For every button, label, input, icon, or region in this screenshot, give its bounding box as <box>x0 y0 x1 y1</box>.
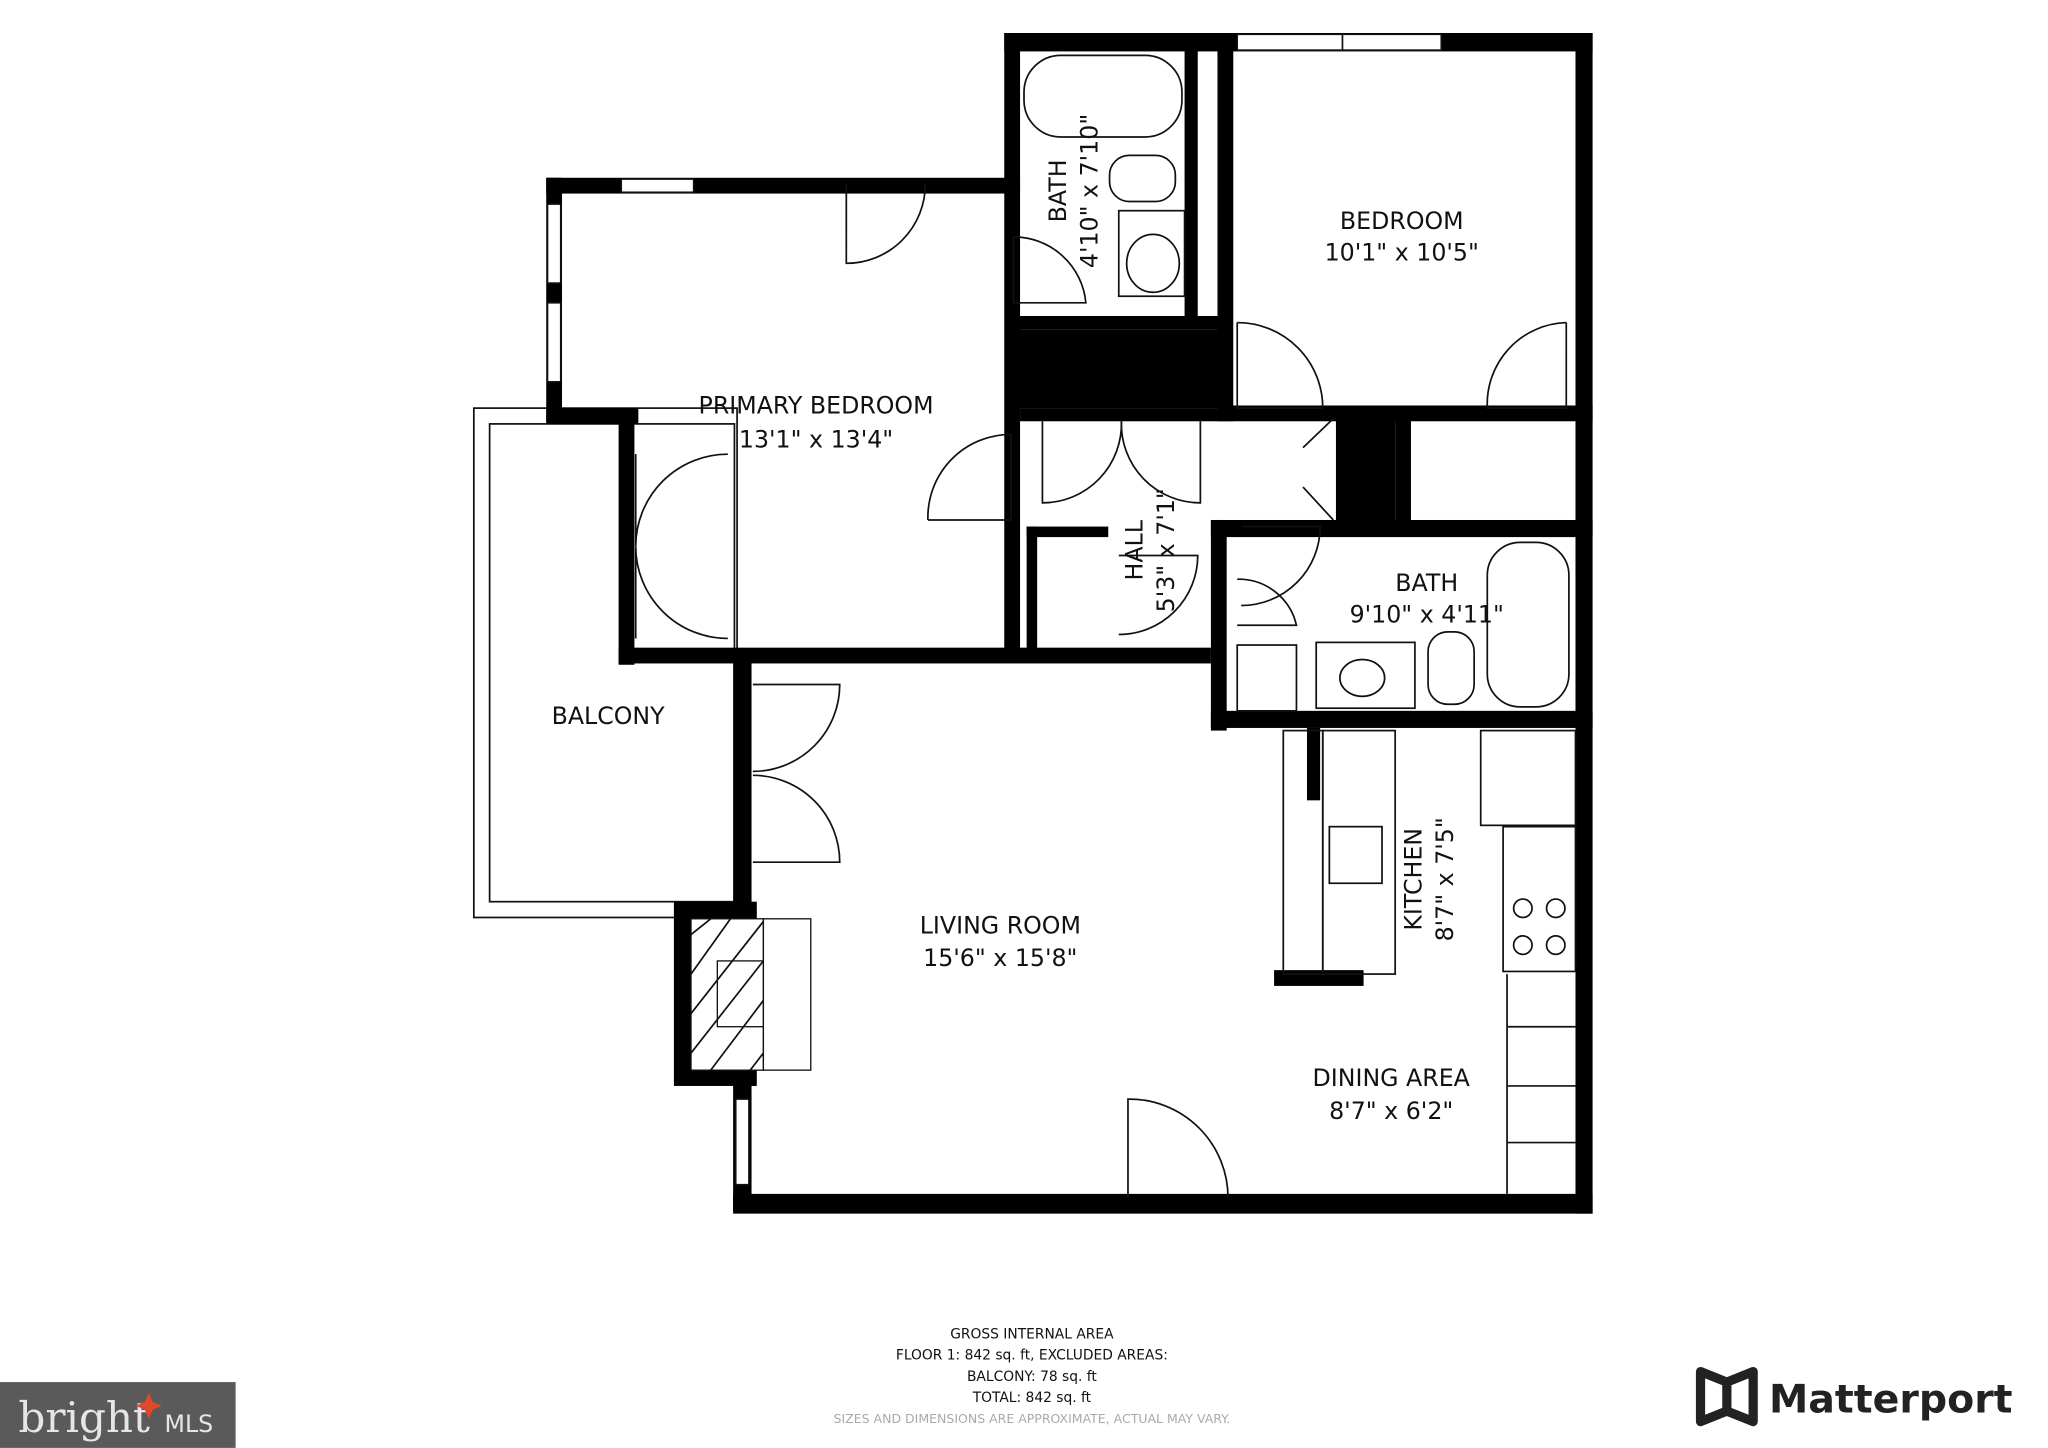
matterport-logo: Matterport <box>1695 1366 2013 1427</box>
room-kitchen: KITCHEN 8'7" x 7'5" <box>1399 817 1459 941</box>
room-bedroom: BEDROOM 10'1" x 10'5" <box>1325 207 1479 267</box>
area-title: GROSS INTERNAL AREA <box>950 1327 1114 1343</box>
room-name: DINING AREA <box>1313 1064 1470 1092</box>
room-bath2: BATH 9'10" x 4'11" <box>1350 569 1504 629</box>
windows <box>546 33 1443 1186</box>
matterport-text: Matterport <box>1769 1376 2013 1422</box>
mls-text: MLS <box>165 1410 214 1438</box>
room-size: 15'6" x 15'8" <box>923 944 1077 972</box>
room-name: HALL <box>1120 519 1148 580</box>
room-name: BALCONY <box>552 702 666 730</box>
room-primary-bedroom: PRIMARY BEDROOM 13'1" x 13'4" <box>699 391 934 453</box>
area-total: TOTAL: 842 sq. ft <box>972 1390 1092 1406</box>
area-summary: GROSS INTERNAL AREA FLOOR 1: 842 sq. ft,… <box>834 1327 1231 1426</box>
matterport-icon <box>1695 1366 1758 1427</box>
room-size: 5'3" x 7'1" <box>1152 488 1180 612</box>
room-name: BEDROOM <box>1340 207 1464 235</box>
room-name: BATH <box>1044 159 1072 222</box>
room-name: LIVING ROOM <box>920 911 1081 939</box>
room-size: 8'7" x 6'2" <box>1329 1097 1453 1125</box>
room-balcony: BALCONY <box>552 702 666 730</box>
room-size: 10'1" x 10'5" <box>1325 239 1479 267</box>
room-size: 9'10" x 4'11" <box>1350 601 1504 629</box>
room-name: PRIMARY BEDROOM <box>699 391 934 419</box>
room-dining-area: DINING AREA 8'7" x 6'2" <box>1313 1064 1470 1125</box>
area-floor1: FLOOR 1: 842 sq. ft, EXCLUDED AREAS: <box>896 1348 1168 1364</box>
star-icon <box>135 1392 162 1419</box>
room-size: 8'7" x 7'5" <box>1431 817 1459 941</box>
bright-text: bright <box>18 1393 150 1442</box>
room-bath1: BATH 4'10" x 7'10" <box>1044 114 1104 268</box>
room-hall: HALL 5'3" x 7'1" <box>1120 488 1180 612</box>
bright-mls-logo: bright MLS <box>0 1382 236 1448</box>
room-name: KITCHEN <box>1399 828 1427 931</box>
room-name: BATH <box>1395 569 1458 597</box>
area-balcony: BALCONY: 78 sq. ft <box>967 1369 1097 1385</box>
room-size: 13'1" x 13'4" <box>739 426 893 454</box>
room-living-room: LIVING ROOM 15'6" x 15'8" <box>920 911 1081 972</box>
doors <box>634 184 1568 1198</box>
fixtures <box>690 54 1577 1194</box>
room-size: 4'10" x 7'10" <box>1076 114 1104 268</box>
disclaimer: SIZES AND DIMENSIONS ARE APPROXIMATE, AC… <box>834 1411 1231 1426</box>
